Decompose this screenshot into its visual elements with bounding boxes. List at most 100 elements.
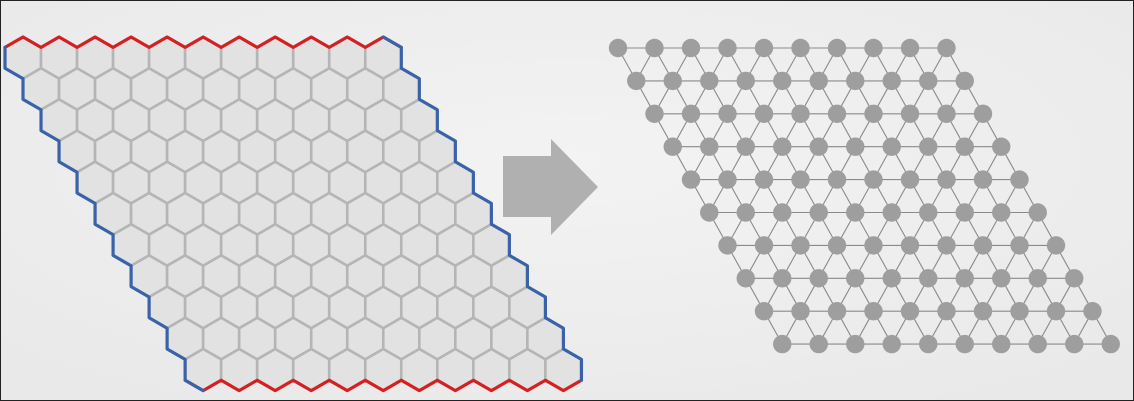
graph-node [791, 38, 810, 58]
graph-node [900, 104, 920, 124]
graph-node [1101, 334, 1120, 354]
graph-node [791, 104, 810, 124]
graph-node [864, 236, 883, 255]
graph-node [718, 170, 737, 189]
graph-node [973, 236, 993, 255]
graph-node [827, 38, 847, 58]
graph-node [645, 104, 664, 124]
graph-node [919, 203, 938, 222]
graph-node [1028, 203, 1047, 222]
graph-node [919, 269, 938, 288]
graph-node [973, 170, 993, 189]
graph-node [1028, 334, 1047, 354]
graph-node [900, 38, 920, 58]
graph-node [700, 71, 719, 91]
graph-node [791, 302, 810, 321]
graph-node [864, 170, 883, 189]
graph-node [992, 334, 1011, 354]
graph-node [736, 269, 755, 288]
right-border-blue [381, 35, 584, 382]
graph-node [955, 203, 974, 222]
graph-node [882, 137, 901, 156]
graph-node [809, 269, 828, 288]
graph-node [992, 269, 1011, 288]
graph-node [882, 334, 901, 354]
graph-node [773, 269, 792, 288]
graph-node [882, 203, 901, 222]
graph-node [773, 71, 792, 91]
hex-board [3, 35, 584, 393]
graph-node [754, 170, 774, 189]
graph-node [937, 104, 956, 124]
graph-node [754, 302, 774, 321]
graph-node [1083, 302, 1102, 321]
graph-node [809, 137, 828, 156]
graph-node [1065, 334, 1084, 354]
transform-arrow-group [503, 139, 598, 235]
graph-node [919, 137, 938, 156]
graph-node [864, 38, 883, 58]
graph-node [827, 170, 847, 189]
graph-node [718, 38, 737, 58]
graph-node [937, 236, 956, 255]
graph-node [809, 203, 828, 222]
graph-node [900, 170, 920, 189]
graph-node [882, 269, 901, 288]
graph-node [736, 71, 755, 91]
graph-node [846, 203, 865, 222]
graph-node [919, 334, 938, 354]
graph-node [773, 137, 792, 156]
graph-node [645, 38, 664, 58]
graph-node [864, 104, 883, 124]
graph-node [900, 302, 920, 321]
triangular-lattice-graph [608, 38, 1120, 354]
graph-node [882, 71, 901, 91]
graph-node [1046, 236, 1066, 255]
graph-node [827, 236, 847, 255]
graph-node [973, 104, 993, 124]
graph-node [955, 137, 974, 156]
graph-node [791, 236, 810, 255]
graph-node [1010, 302, 1029, 321]
graph-node [773, 203, 792, 222]
graph-node [700, 137, 719, 156]
graph-node [718, 104, 737, 124]
graph-node [663, 137, 682, 156]
graph-node [1010, 236, 1029, 255]
graph-node [608, 38, 628, 58]
graph-node [754, 236, 774, 255]
graph-node [791, 170, 810, 189]
graph-node [663, 71, 682, 91]
graph-node [900, 236, 920, 255]
graph-node [809, 334, 828, 354]
graph-node [846, 137, 865, 156]
top-border-red [3, 35, 403, 49]
graph-node [846, 334, 865, 354]
graph-node [1028, 269, 1047, 288]
graph-node [754, 104, 774, 124]
graph-node [937, 302, 956, 321]
graph-node [827, 302, 847, 321]
graph-node [681, 104, 701, 124]
graph-node [1065, 269, 1084, 288]
graph-node [973, 302, 993, 321]
graph-node [627, 71, 646, 91]
graph-node [754, 38, 774, 58]
graph-node [1046, 302, 1066, 321]
right-arrow-icon [503, 139, 598, 235]
graph-node [992, 137, 1011, 156]
graph-node [718, 236, 737, 255]
left-border-blue [3, 45, 205, 393]
graph-node [681, 170, 701, 189]
graph-node [846, 71, 865, 91]
graph-node [937, 170, 956, 189]
graph-node [1010, 170, 1029, 189]
graph-node [955, 334, 974, 354]
graph-node [864, 302, 883, 321]
graph-node [955, 71, 974, 91]
bottom-border-red [183, 378, 584, 393]
graph-node [700, 203, 719, 222]
graph-node [736, 137, 755, 156]
